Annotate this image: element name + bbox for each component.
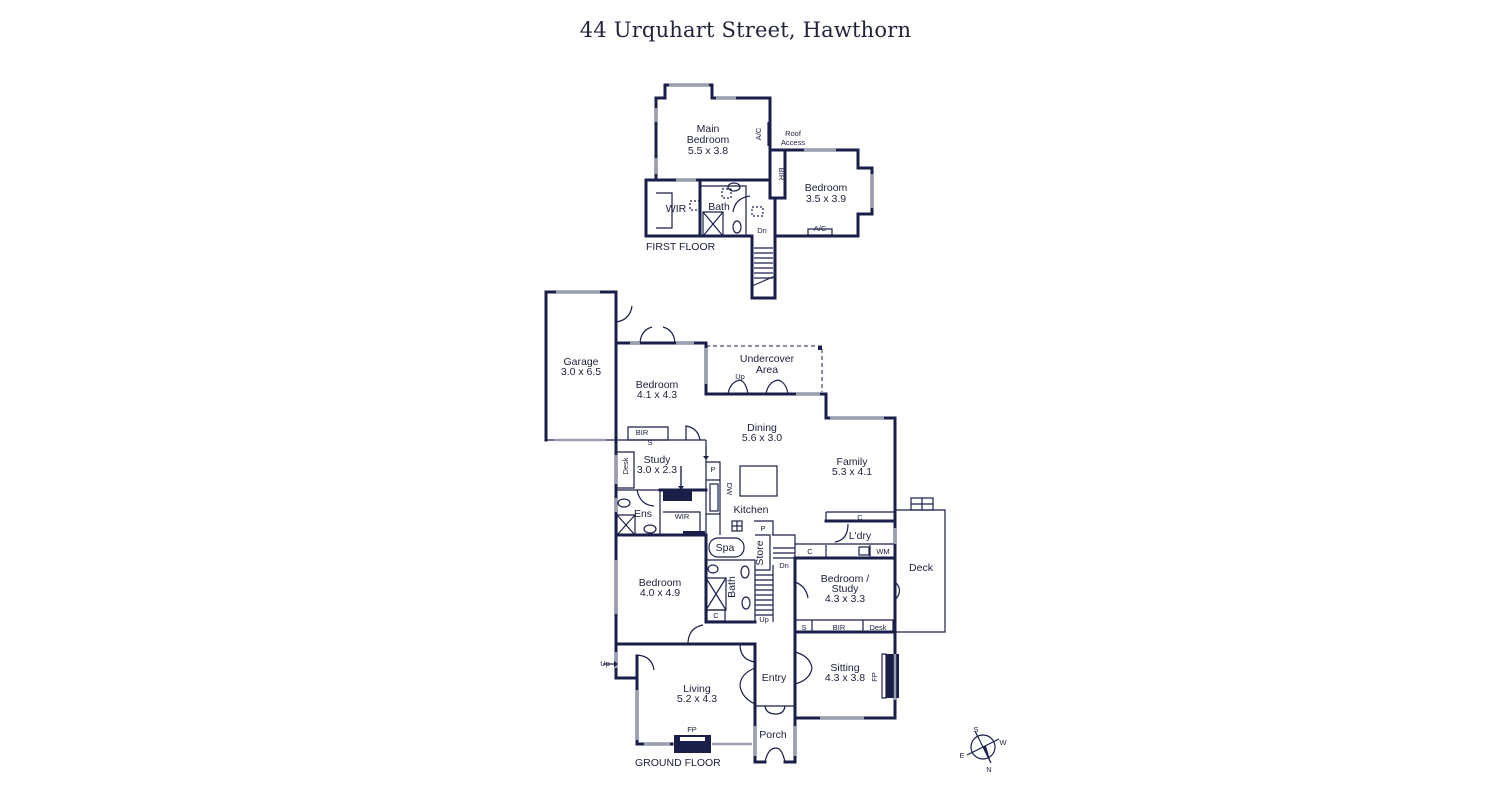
undercover-label-line1: Undercover <box>740 353 795 365</box>
living-label: Living <box>683 683 711 695</box>
cupboard-label-2: C <box>807 547 813 556</box>
fireplace-label-2: FP <box>870 672 879 682</box>
bedroom-2-size: 4.0 x 4.9 <box>640 587 680 599</box>
living-size: 5.2 x 4.3 <box>677 693 717 705</box>
ensuite-label: Ens <box>634 508 652 520</box>
study-label: Study <box>644 454 672 466</box>
fireplace-label-1: FP <box>687 725 697 734</box>
dishwasher-label: DW <box>725 483 734 496</box>
laundry-label: L'dry <box>849 530 872 542</box>
fridge-label: P <box>760 524 765 533</box>
compass-icon <box>966 730 1000 764</box>
stairs-down-label: Dn <box>757 226 767 235</box>
ac-unit-label-2: A/C <box>814 224 827 233</box>
first-floor-heading: FIRST FLOOR <box>646 241 716 253</box>
family-label: Family <box>837 456 869 468</box>
first-floor-plan <box>644 83 874 300</box>
bir-label-2: BIR <box>833 623 846 632</box>
pantry-label: P <box>710 465 715 474</box>
entry-label: Entry <box>762 672 787 684</box>
bedroom-1-size: 4.1 x 4.3 <box>637 389 677 401</box>
desk-label-2: Desk <box>869 623 886 632</box>
porch-label: Porch <box>759 729 787 741</box>
compass-south: S <box>973 725 978 734</box>
dining-label: Dining <box>747 422 777 434</box>
first-floor-bir-label: BIR <box>777 168 786 181</box>
up-label-2: Up <box>759 615 769 624</box>
property-address-title: 44 Urquhart Street, Hawthorn <box>579 18 912 42</box>
washing-machine-label: WM <box>876 547 889 556</box>
ground-floor-heading: GROUND FLOOR <box>635 757 721 769</box>
ensuite-wir-label: WIR <box>675 512 690 521</box>
garage-size: 3.0 x 6.5 <box>561 366 601 378</box>
cupboard-label-3: C <box>713 611 719 620</box>
dn-label: Dn <box>779 561 789 570</box>
first-floor-bedroom-label: Bedroom <box>805 182 848 194</box>
main-bedroom-label-line2: Bedroom <box>687 134 730 146</box>
undercover-label-line2: Area <box>756 364 778 376</box>
main-bedroom-label-line1: Main <box>697 123 720 135</box>
sitting-size: 4.3 x 3.8 <box>825 672 865 684</box>
sitting-label: Sitting <box>830 662 859 674</box>
first-floor-bath-label: Bath <box>708 201 730 213</box>
compass-west: W <box>999 738 1007 747</box>
roof-access-label-line2: Access <box>781 138 805 147</box>
bedroom-2-label: Bedroom <box>639 577 682 589</box>
study-size: 3.0 x 2.3 <box>637 464 677 476</box>
bedroom-study-label-line1: Bedroom / <box>821 573 870 585</box>
bedroom-study-label-line2: Study <box>832 583 860 595</box>
compass-east: E <box>959 751 964 760</box>
desk-label-1: Desk <box>621 457 630 474</box>
ground-floor-plan <box>544 290 946 764</box>
bedroom-1-label: Bedroom <box>636 379 679 391</box>
store-label: Store <box>754 540 766 565</box>
shelf-label-1: S <box>647 438 652 447</box>
family-size: 5.3 x 4.1 <box>832 466 872 478</box>
up-label-1: Up <box>735 372 745 381</box>
spa-label: Spa <box>716 542 735 554</box>
kitchen-label: Kitchen <box>733 504 768 516</box>
dining-size: 5.6 x 3.0 <box>742 432 782 444</box>
cupboard-label-1: C <box>857 513 863 522</box>
bir-label-1: BIR <box>636 428 649 437</box>
first-floor-bedroom-size: 3.5 x 3.9 <box>806 193 846 205</box>
deck-label: Deck <box>909 562 934 574</box>
ac-unit-label-1: A/C <box>754 127 763 140</box>
first-floor-wir-label: WIR <box>666 203 687 215</box>
garage-label: Garage <box>563 356 598 368</box>
bath-label: Bath <box>726 576 738 598</box>
main-bedroom-size: 5.5 x 3.8 <box>688 145 728 157</box>
roof-access-label-line1: Roof <box>785 129 802 138</box>
up-label-3: Up <box>600 659 610 668</box>
compass-north: N <box>986 765 991 774</box>
bedroom-study-size: 4.3 x 3.3 <box>825 593 865 605</box>
shelf-label-2: S <box>801 623 806 632</box>
